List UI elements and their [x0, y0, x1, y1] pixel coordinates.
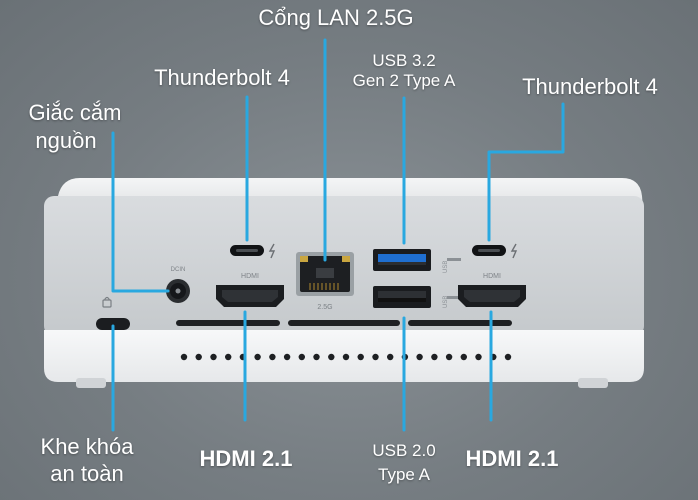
callout-line-tb4-right — [487, 102, 565, 242]
thunderbolt-right-label: Thunderbolt 4 — [522, 74, 658, 99]
vent-hole — [357, 353, 364, 361]
vent-hole — [225, 353, 232, 361]
power-jack — [166, 279, 190, 303]
hdmi-left-label: HDMI 2.1 — [199, 446, 293, 471]
vent-hole — [313, 353, 320, 361]
usb20-label-line2: Type A — [378, 465, 430, 484]
vent-hole — [475, 353, 482, 361]
power-jack-label-line2: nguồn — [35, 128, 97, 153]
vent-hole — [254, 353, 261, 361]
vent-hole — [372, 353, 379, 361]
vent-hole — [328, 353, 335, 361]
usb-ss-icon — [447, 258, 461, 261]
vent-hole — [431, 353, 438, 361]
callout-lines — [111, 38, 565, 432]
hdmi-port-left — [216, 285, 284, 307]
lan-port-label: Cổng LAN 2.5G — [258, 5, 414, 30]
vent-hole — [504, 353, 512, 361]
vent-hole — [387, 353, 394, 361]
hdmi-port-right — [458, 285, 526, 307]
usb32-label-line1: USB 3.2 — [372, 51, 436, 70]
lock-icon — [102, 299, 112, 308]
lock-slot-label-line1: Khe khóa — [40, 434, 134, 459]
foot-right — [578, 378, 608, 388]
hdmi-right-mark: HDMI — [483, 273, 501, 280]
vent-hole — [416, 353, 423, 361]
vent-hole — [445, 353, 453, 361]
lan-speed-mark: 2.5G — [317, 304, 332, 311]
vent-hole — [269, 353, 276, 361]
vent-hole — [195, 353, 202, 361]
vent-hole — [283, 353, 291, 361]
security-lock-slot — [96, 296, 130, 330]
usb-icon — [447, 296, 461, 299]
vent-hole — [180, 353, 188, 361]
usb20-port — [373, 286, 461, 308]
thunderbolt-icon — [268, 243, 276, 259]
power-jack-label-line1: Giắc cắm — [28, 100, 122, 125]
usb32-mark: USB — [443, 261, 449, 273]
vent-hole — [298, 353, 305, 361]
thunderbolt-port-left — [230, 243, 276, 259]
foot-left — [76, 378, 106, 388]
usb32-label-line2: Gen 2 Type A — [352, 71, 456, 90]
usb20-label-line1: USB 2.0 — [372, 441, 436, 460]
vent-slot — [176, 320, 280, 326]
thunderbolt-icon — [510, 243, 518, 259]
vent-hole — [210, 353, 217, 361]
usb20-mark: USB — [443, 296, 449, 308]
vent-slot — [408, 320, 512, 326]
panel-vent-slots — [176, 320, 512, 326]
vent-hole — [342, 353, 350, 361]
lan-port — [296, 252, 354, 296]
base-vent-holes — [180, 353, 512, 361]
thunderbolt-port-right — [472, 243, 518, 259]
thunderbolt-left-label: Thunderbolt 4 — [154, 65, 290, 90]
usb32-port — [373, 249, 461, 271]
hdmi-right-label: HDMI 2.1 — [465, 446, 559, 471]
vent-hole — [460, 353, 467, 361]
vent-slot — [288, 320, 400, 326]
lock-slot-label-line2: an toàn — [50, 461, 124, 486]
hdmi-left-mark: HDMI — [241, 273, 259, 280]
dcin-mark: DCIN — [171, 267, 186, 273]
callout-line-power — [111, 131, 170, 293]
